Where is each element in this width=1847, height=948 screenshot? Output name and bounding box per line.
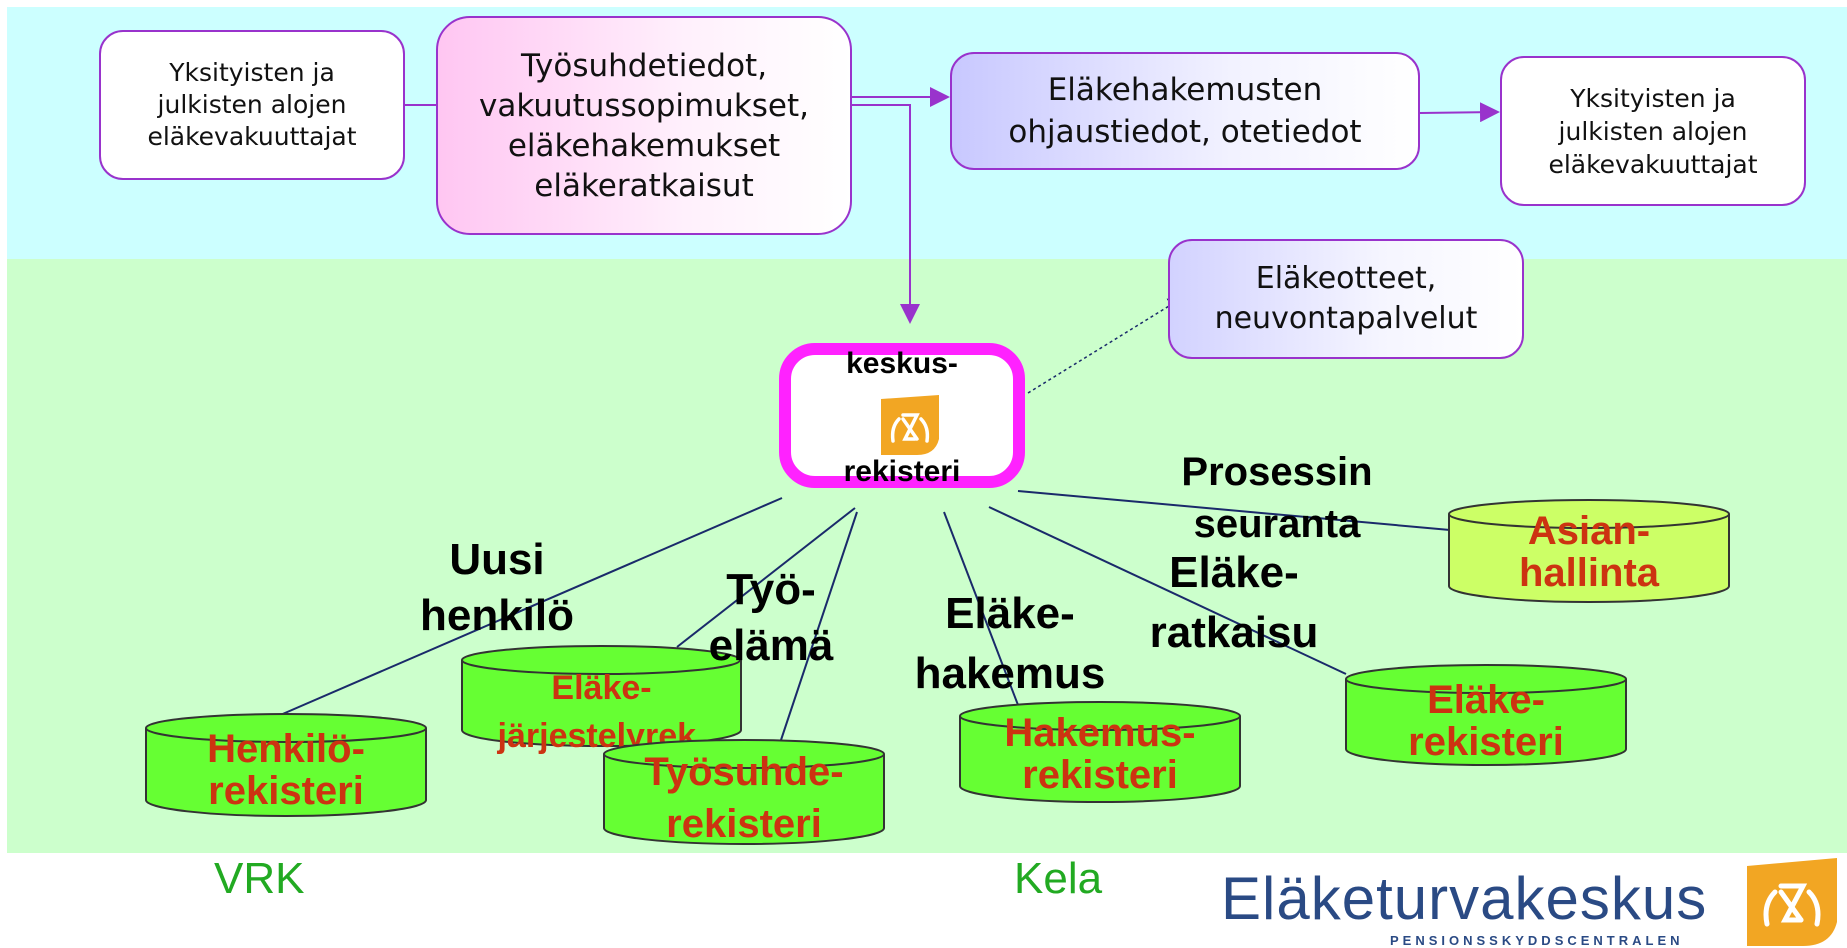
brand-subtitle: PENSIONSSKYDDSCENTRALEN [1390,933,1684,948]
label-kela: Kela [1014,854,1103,903]
central-register-top-text: keskus- [846,347,958,380]
label-vrk: VRK [214,854,305,903]
db-label: Asian- hallinta [1518,509,1660,595]
database-cylinder-icon [145,713,427,817]
brand-name: Eläketurvakeskus [1221,865,1708,932]
db-label: Hakemus- rekisteri [1004,711,1196,797]
db-elakerekisteri: Eläke- rekisteri [1344,663,1628,767]
database-cylinder-icon [461,645,742,748]
link-elake [988,506,1347,675]
right-insurers-box: Yksityisten ja julkisten alojen eläkevak… [1500,56,1806,206]
db-elakejarjestelyrek: Eläke- järjestelyrek. [460,644,743,755]
db-asianhallinta: Asian- hallinta [1447,498,1731,604]
link-asian [1017,490,1451,531]
database-cylinder-icon [603,739,885,845]
guidance-data-box: Eläkehakemusten ohjaustiedot, otetiedot [950,52,1420,170]
db-label: Eläke- järjestelyrek. [497,669,706,755]
central-register: keskus- rekisteri [779,343,1025,488]
etk-logo-icon [1747,858,1837,946]
database-cylinder-icon [959,701,1241,803]
db-label: Eläke- rekisteri [1408,678,1564,764]
label-tyoelama: Työ- elämä [708,565,834,670]
db-label: Työsuhde- rekisteri [644,750,844,846]
pension-statements-box: Eläkeotteet, neuvontapalvelut [1168,239,1524,359]
central-register-bottom-text: rekisteri [843,455,961,488]
arrow-guidance-to-right [1419,102,1500,123]
db-label: Henkilö- rekisteri [207,727,365,813]
label-uusi-henkilo: Uusi henkilö [419,535,575,640]
link-jarjestely [676,507,856,648]
label-elakeratkaisu: Eläke- ratkaisu [1149,548,1319,657]
db-tyosuhderekisteri: Työsuhde- rekisteri [602,738,886,846]
db-hakemusrekisteri: Hakemus- rekisteri [958,700,1242,804]
link-hakemus [943,511,1019,706]
link-tyosuhde [780,511,858,741]
etk-logo-icon [881,395,939,455]
link-henkilo [277,497,783,717]
database-cylinder-icon [1448,499,1730,603]
left-insurers-box: Yksityisten ja julkisten alojen eläkevak… [99,30,405,180]
employment-data-box: Työsuhdetiedot, vakuutussopimukset, eläk… [436,16,852,235]
label-elakehakemus: Eläke- hakemus [914,589,1106,698]
arrow-pink-to-central [852,104,920,324]
dotted-link-statements [1027,297,1184,394]
database-cylinder-icon [1345,664,1627,766]
db-henkilorekisteri: Henkilö- rekisteri [144,712,428,818]
label-prosessin-seuranta: Prosessin seuranta [1181,450,1373,546]
